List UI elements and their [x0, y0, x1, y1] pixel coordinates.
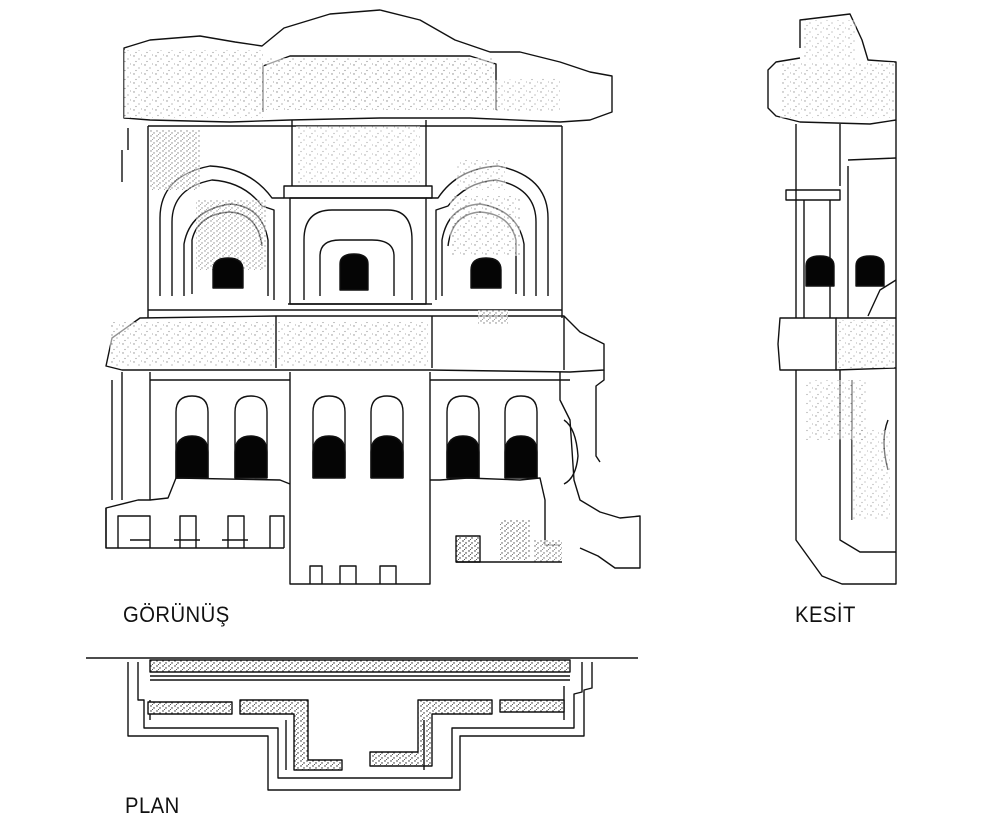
- section-drawing: [767, 13, 897, 585]
- lower-windows: [175, 395, 538, 479]
- elevation-upper-storey: [121, 120, 563, 318]
- section-label: KESİT: [795, 602, 856, 627]
- section-window-right: [855, 255, 885, 287]
- upper-window-left: [212, 257, 244, 289]
- elevation-label: GÖRÜNÜŞ: [123, 602, 230, 627]
- section-window-left: [805, 255, 835, 287]
- plan-label: PLAN: [125, 793, 180, 818]
- elevation-lower-storey: [105, 370, 641, 585]
- upper-window-right: [470, 257, 502, 289]
- plan-drawing: [86, 657, 638, 791]
- elevation-crown: [123, 9, 613, 123]
- elevation-drawing: [105, 9, 641, 585]
- elevation-middle-beam: [105, 310, 605, 500]
- upper-window-center: [339, 253, 369, 291]
